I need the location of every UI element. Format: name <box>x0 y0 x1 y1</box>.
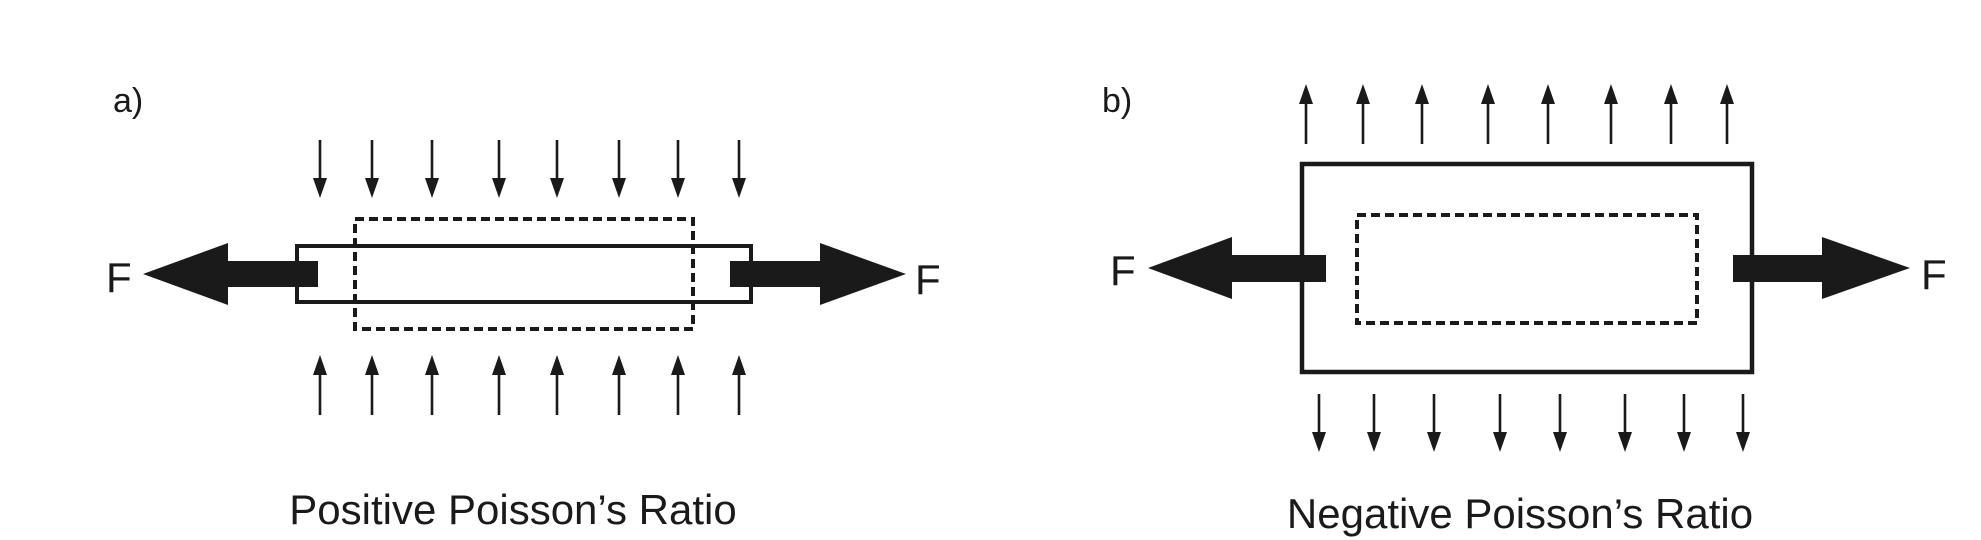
panel-a-top-arrows <box>313 140 746 198</box>
up-arrow <box>1720 84 1734 144</box>
panel-b-original-outline <box>1355 213 1699 325</box>
up-arrow <box>550 355 564 415</box>
up-arrow <box>365 355 379 415</box>
panel-b-letter: b) <box>1102 82 1132 120</box>
up-arrow <box>1481 84 1495 144</box>
panel-a-left-force-label: F <box>106 254 132 301</box>
up-arrow <box>425 355 439 415</box>
panel-a-right-force-label: F <box>915 256 941 303</box>
down-arrow <box>1427 394 1441 452</box>
panel-a-caption: Positive Poisson’s Ratio <box>289 486 736 533</box>
up-arrow <box>492 355 506 415</box>
panel-b: b) F F Negative Poisson’s Ratio <box>1102 82 1947 537</box>
down-arrow <box>1618 394 1632 452</box>
panel-b-block <box>1299 161 1755 375</box>
up-arrow <box>732 355 746 415</box>
down-arrow <box>550 140 564 198</box>
down-arrow <box>1367 394 1381 452</box>
panel-b-left-force-label: F <box>1110 247 1136 294</box>
down-arrow <box>365 140 379 198</box>
down-arrow <box>612 140 626 198</box>
down-arrow <box>1312 394 1326 452</box>
panel-b-left-force-arrow <box>1148 237 1326 299</box>
down-arrow <box>1736 394 1750 452</box>
panel-a-bottom-arrows <box>313 355 746 415</box>
up-arrow <box>1604 84 1618 144</box>
panel-b-bottom-arrows <box>1312 394 1750 452</box>
up-arrow <box>313 355 327 415</box>
down-arrow <box>313 140 327 198</box>
down-arrow <box>671 140 685 198</box>
panel-a-left-force-arrow <box>143 243 318 305</box>
down-arrow <box>1677 394 1691 452</box>
panel-b-top-arrows <box>1299 84 1734 144</box>
down-arrow <box>1553 394 1567 452</box>
down-arrow <box>1493 394 1507 452</box>
panel-b-right-force-label: F <box>1921 251 1947 298</box>
up-arrow <box>1541 84 1555 144</box>
panel-a-letter: a) <box>113 82 143 120</box>
up-arrow <box>1664 84 1678 144</box>
panel-a-right-force-arrow <box>730 243 906 305</box>
down-arrow <box>492 140 506 198</box>
panel-a-bar <box>295 244 753 304</box>
up-arrow <box>1299 84 1313 144</box>
up-arrow <box>1415 84 1429 144</box>
down-arrow <box>425 140 439 198</box>
down-arrow <box>732 140 746 198</box>
panel-a-original-outline <box>353 217 695 331</box>
up-arrow <box>671 355 685 415</box>
panel-b-right-force-arrow <box>1733 237 1910 299</box>
panel-a: a) F F Positive Poisson’s Ratio <box>106 82 941 533</box>
up-arrow <box>612 355 626 415</box>
panel-b-caption: Negative Poisson’s Ratio <box>1287 490 1753 537</box>
up-arrow <box>1356 84 1370 144</box>
